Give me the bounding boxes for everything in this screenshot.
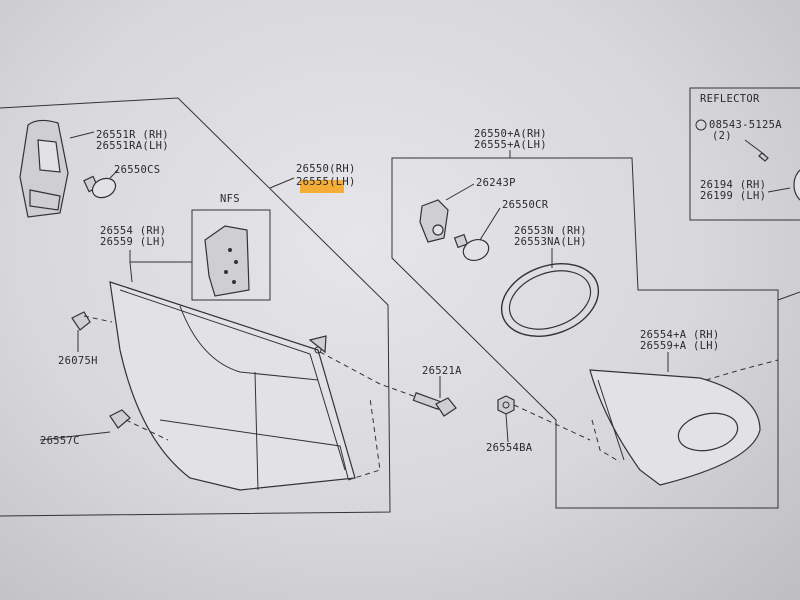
socket-right-icon (419, 199, 449, 243)
highlight-marker (300, 180, 344, 193)
assembly-lh-label: 26555(LH) (296, 176, 356, 188)
reflector-screw-icon (758, 152, 769, 162)
nfs-box: NFS (191, 193, 271, 301)
reflector-rh: 26194 (RH) (700, 179, 766, 191)
lens-right-lh-label: 26559+A (LH) (640, 340, 719, 352)
reflector-title: REFLECTOR (700, 93, 760, 105)
grommet-label: 26557C (40, 435, 80, 447)
clip-icon (71, 311, 91, 331)
reflector-part-icon (793, 169, 800, 201)
bulb-left-icon (83, 175, 117, 199)
left-panel-outline (0, 97, 391, 517)
socket-right-label: 26243P (476, 177, 516, 189)
lens-left-lh-label: 26559 (LH) (100, 236, 166, 248)
screw-symbol-icon (695, 119, 707, 131)
bulb-right-label: 26550CR (502, 199, 549, 211)
lens-left-rh-label: 26554 (RH) (100, 225, 166, 237)
socket-rh-label: 26551R (RH) (96, 129, 169, 141)
socket-harness-left (19, 119, 69, 218)
gasket-lh-label: 26553NA(LH) (514, 236, 587, 248)
reflector-lh: 26199 (LH) (700, 190, 766, 202)
clip-label: 26075H (58, 355, 98, 367)
nfs-label: NFS (220, 193, 240, 205)
tail-lamp-right (589, 369, 761, 486)
nut-center-icon (497, 395, 515, 415)
gasket-rh-label: 26553N (RH) (514, 225, 587, 237)
reflector-bolt-qty: (2) (712, 130, 732, 142)
assembly-right-lh-label: 26555+A(LH) (474, 139, 547, 151)
nut-center-label: 26554BA (486, 442, 533, 454)
bulb-right-icon (453, 233, 490, 261)
bolt-center-icon (412, 392, 457, 417)
reflector-bolt-code: 08543-5125A (709, 119, 782, 131)
bulb-left-label: 26550CS (114, 164, 160, 176)
tail-lamp-left (109, 281, 356, 491)
lens-right-rh-label: 26554+A (RH) (640, 329, 719, 341)
circuit-board-icon (204, 225, 250, 297)
assembly-rh-label: 26550(RH) (296, 163, 356, 175)
reflector-box: REFLECTOR 08543-5125A (2) 26194 (RH) 261… (689, 87, 800, 221)
right-panel-outline (391, 157, 779, 509)
socket-lh-label: 26551RA(LH) (96, 140, 169, 152)
grommet-icon (109, 409, 131, 429)
assembly-right-rh-label: 26550+A(RH) (474, 128, 547, 140)
gasket-ring-icon (500, 263, 600, 337)
bolt-center-label: 26521A (422, 365, 462, 377)
